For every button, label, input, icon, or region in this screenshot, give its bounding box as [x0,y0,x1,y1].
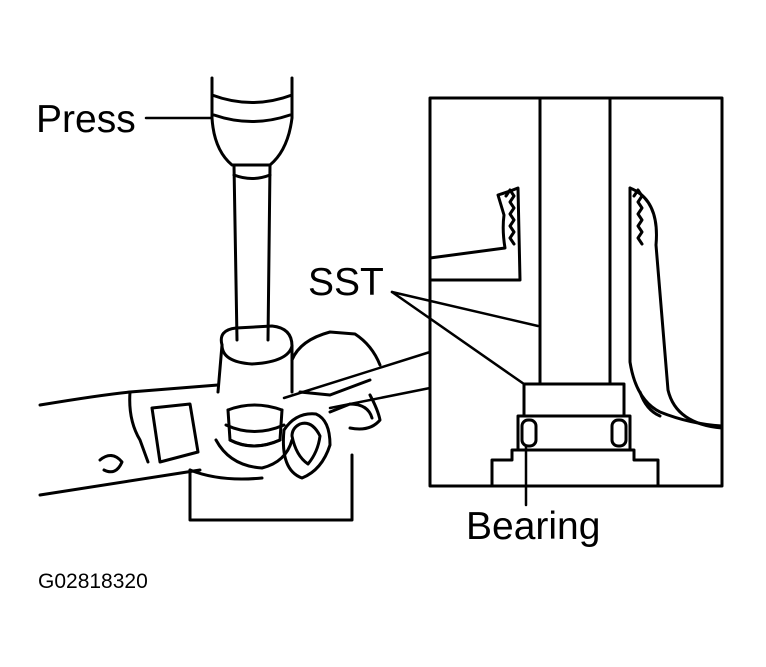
callout-line-lower [328,386,432,410]
detail-frame [428,96,724,488]
shaft-body [38,383,220,497]
detail-view [390,96,724,507]
sst-pusher [522,382,626,418]
sst-leader-rod [390,290,540,328]
bottom-support [490,448,660,488]
left-yoke-section [428,186,522,282]
sst-leader-pusher [390,290,526,386]
base-block [188,453,354,522]
press-illustration [38,76,432,522]
sst-label: SST [308,261,384,304]
right-yoke-section [628,186,724,430]
bearing-label: Bearing [466,505,601,548]
lower-bearing [214,403,294,470]
figure-code: G02818320 [38,570,148,593]
press-label: Press [36,98,136,141]
sst-collar [216,324,294,394]
yoke [281,330,382,480]
press-head [210,76,294,167]
bearing [516,414,632,452]
sst-rod [538,96,612,386]
callout-line-upper [282,350,432,400]
press-ram [232,163,272,342]
